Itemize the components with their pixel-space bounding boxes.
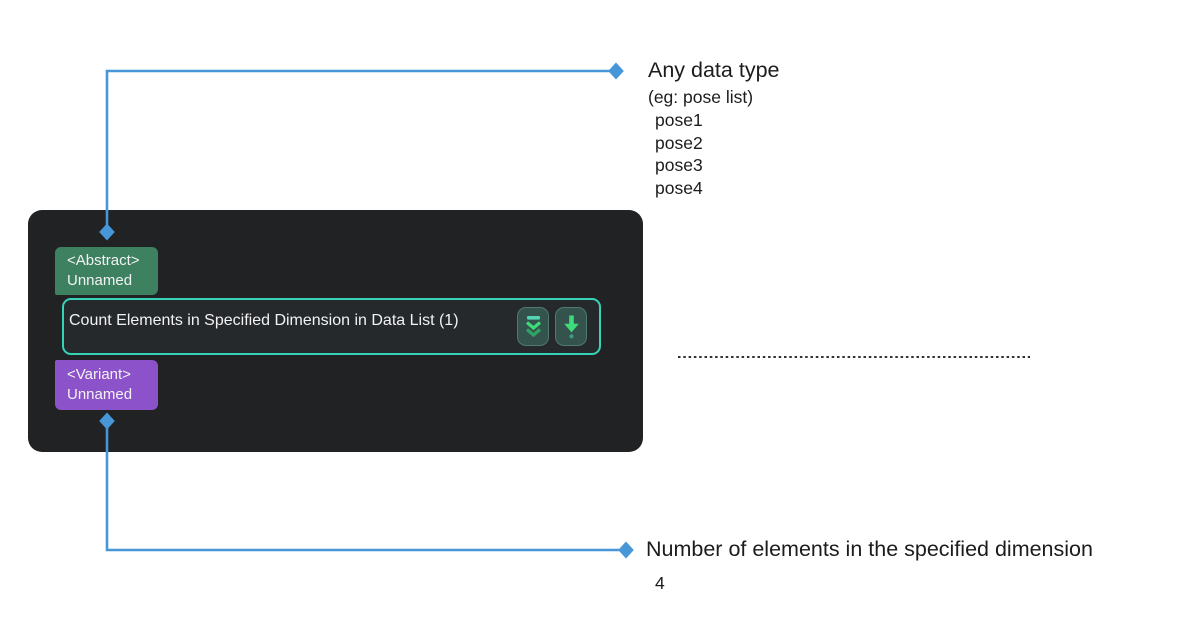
output-annotation-title: Number of elements in the specified dime…: [646, 537, 1093, 561]
list-item: pose1: [655, 110, 703, 130]
step-title-box[interactable]: Count Elements in Specified Dimension in…: [62, 298, 601, 355]
collapse-chevrons-icon: [525, 316, 541, 338]
step-output-button[interactable]: [555, 307, 587, 346]
expand-parameters-button[interactable]: [517, 307, 549, 346]
output-annotation-value: 4: [655, 573, 665, 593]
list-item: pose3: [655, 155, 703, 175]
output-label-diamond: [618, 541, 634, 559]
output-port-badge[interactable]: <Variant> Unnamed: [55, 360, 158, 410]
step-title: Count Elements in Specified Dimension in…: [69, 311, 459, 329]
input-label-diamond: [608, 62, 624, 80]
step-node[interactable]: <Abstract> Unnamed Count Elements in Spe…: [28, 210, 643, 452]
step-buttons: [517, 307, 587, 346]
input-annotation-title: Any data type: [648, 58, 780, 82]
input-port-name: Unnamed: [67, 272, 133, 289]
input-connector-line: [105, 69, 616, 232]
arrow-down-dot-icon: [563, 315, 579, 339]
output-annotation: Number of elements in the specified dime…: [646, 536, 1093, 594]
input-port-badge[interactable]: <Abstract> Unnamed: [55, 247, 158, 295]
input-annotation: Any data type (eg: pose list) pose1 pose…: [648, 57, 779, 199]
input-port-type: <Abstract>: [67, 252, 140, 269]
output-port-type: <Variant>: [67, 366, 131, 383]
output-port-name: Unnamed: [67, 386, 133, 403]
list-item: pose4: [655, 177, 703, 198]
list-item: pose2: [655, 132, 703, 153]
input-annotation-example: (eg: pose list): [648, 87, 754, 107]
